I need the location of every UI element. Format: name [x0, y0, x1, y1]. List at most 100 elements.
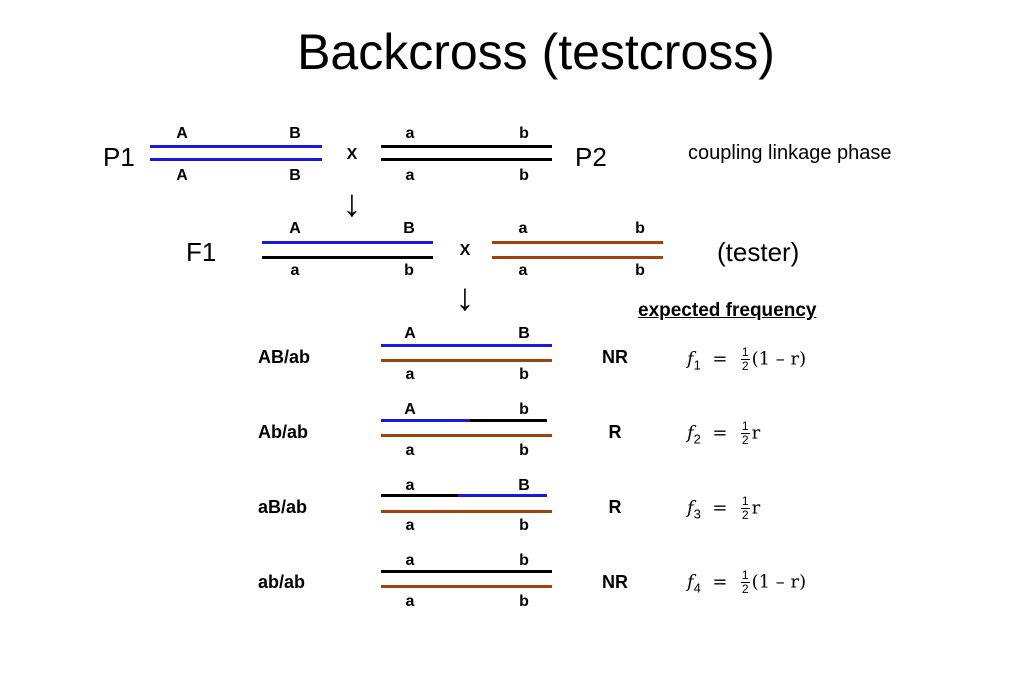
offspring-genotype: AB/ab	[258, 347, 311, 367]
offspring-top-allele: b	[519, 401, 529, 418]
tester-top-allele-1: a	[518, 220, 528, 237]
offspring-class: R	[608, 422, 622, 442]
equals-sign: =	[712, 571, 728, 593]
offspring-top-allele: A	[404, 325, 416, 342]
offspring-bottom-allele: b	[519, 517, 529, 534]
offspring-chromosome-bottom	[381, 510, 552, 513]
offspring-chromosome-bottom	[381, 434, 552, 437]
f-index: 3	[693, 506, 701, 522]
f1-bottom-allele-1: a	[290, 262, 300, 279]
f1-top-allele-2: B	[403, 220, 415, 237]
down-arrow-icon: ↓	[455, 277, 475, 319]
p2-bottom-allele-1: a	[405, 167, 415, 184]
offspring-class: NR	[602, 572, 628, 592]
f-symbol: f	[687, 348, 694, 370]
cross-symbol-parents: X	[346, 146, 358, 163]
tester-chromosome-bottom	[492, 256, 663, 259]
offspring-bottom-allele: b	[519, 442, 529, 459]
expression: (1 – r)	[751, 571, 807, 593]
f1-bottom-allele-2: b	[404, 262, 414, 279]
down-arrow-icon: ↓	[342, 183, 362, 225]
p1-chromosome-bottom	[150, 158, 322, 161]
offspring-top-allele: b	[519, 552, 529, 569]
fraction-numerator: 1	[740, 568, 750, 583]
offspring-class: R	[608, 497, 622, 517]
offspring-chromosome-top-dominant-segment	[458, 494, 547, 497]
f-index: 4	[693, 580, 701, 596]
f1-chromosome-top	[262, 241, 433, 244]
f1-chromosome-bottom	[262, 256, 433, 259]
tester-bottom-allele-1: a	[518, 262, 528, 279]
equals-sign: =	[712, 422, 728, 444]
phase-note: coupling linkage phase	[688, 142, 892, 164]
offspring-genotype: Ab/ab	[258, 422, 309, 442]
f-symbol: f	[687, 422, 694, 444]
offspring-top-allele: a	[405, 477, 415, 494]
fraction-denominator: 2	[741, 433, 749, 447]
p1-bottom-allele-2: B	[289, 167, 301, 184]
expression: (1 – r)	[751, 348, 807, 370]
offspring-chromosome-top-recessive-segment	[381, 494, 458, 497]
p1-label: P1	[103, 142, 135, 172]
f1-label: F1	[186, 237, 217, 267]
p2-bottom-allele-2: b	[519, 167, 529, 184]
p2-chromosome-top	[381, 145, 552, 148]
equals-sign: =	[712, 348, 728, 370]
p1-chromosome-top	[150, 145, 322, 148]
expected-frequency-heading: expected frequency	[638, 300, 817, 321]
fraction-denominator: 2	[741, 582, 749, 596]
p1-top-allele-1: A	[176, 125, 188, 142]
f-index: 1	[693, 357, 701, 373]
p2-top-allele-1: a	[405, 125, 415, 142]
fraction-denominator: 2	[741, 508, 749, 522]
f-symbol: f	[687, 571, 694, 593]
fraction-denominator: 2	[741, 359, 749, 373]
offspring-chromosome-top-dominant-segment	[381, 419, 470, 422]
offspring-bottom-allele: a	[405, 593, 415, 610]
offspring-top-allele: B	[518, 325, 530, 342]
offspring-chromosome-bottom	[381, 359, 552, 362]
offspring-top-allele: a	[405, 552, 415, 569]
page-title: Backcross (testcross)	[297, 24, 775, 80]
offspring-bottom-allele: a	[405, 442, 415, 459]
offspring-bottom-allele: a	[405, 366, 415, 383]
expression: r	[751, 422, 761, 444]
f-symbol: f	[687, 497, 694, 519]
offspring-bottom-allele: b	[519, 593, 529, 610]
offspring-bottom-allele: a	[405, 517, 415, 534]
offspring-bottom-allele: b	[519, 366, 529, 383]
f-index: 2	[693, 431, 701, 447]
cross-symbol-testcross: X	[459, 242, 471, 259]
offspring-chromosome-top-recessive-segment	[470, 419, 547, 422]
offspring-genotype: aB/ab	[258, 497, 308, 517]
offspring-genotype: ab/ab	[258, 572, 306, 592]
expression: r	[751, 497, 761, 519]
offspring-top-allele: B	[518, 477, 530, 494]
equals-sign: =	[712, 497, 728, 519]
tester-bottom-allele-2: b	[635, 262, 645, 279]
offspring-top-allele: A	[404, 401, 416, 418]
p2-chromosome-bottom	[381, 158, 552, 161]
tester-chromosome-top	[492, 241, 663, 244]
offspring-class: NR	[602, 347, 628, 367]
offspring-chromosome-top	[381, 570, 552, 573]
f1-top-allele-1: A	[289, 220, 301, 237]
fraction-numerator: 1	[740, 345, 750, 360]
p1-top-allele-2: B	[289, 125, 301, 142]
offspring-chromosome-top	[381, 344, 552, 347]
p2-top-allele-2: b	[519, 125, 529, 142]
tester-label: (tester)	[717, 237, 800, 267]
offspring-chromosome-bottom	[381, 585, 552, 588]
p1-bottom-allele-1: A	[176, 167, 188, 184]
fraction-numerator: 1	[740, 419, 750, 434]
p2-label: P2	[575, 142, 607, 172]
fraction-numerator: 1	[740, 494, 750, 509]
